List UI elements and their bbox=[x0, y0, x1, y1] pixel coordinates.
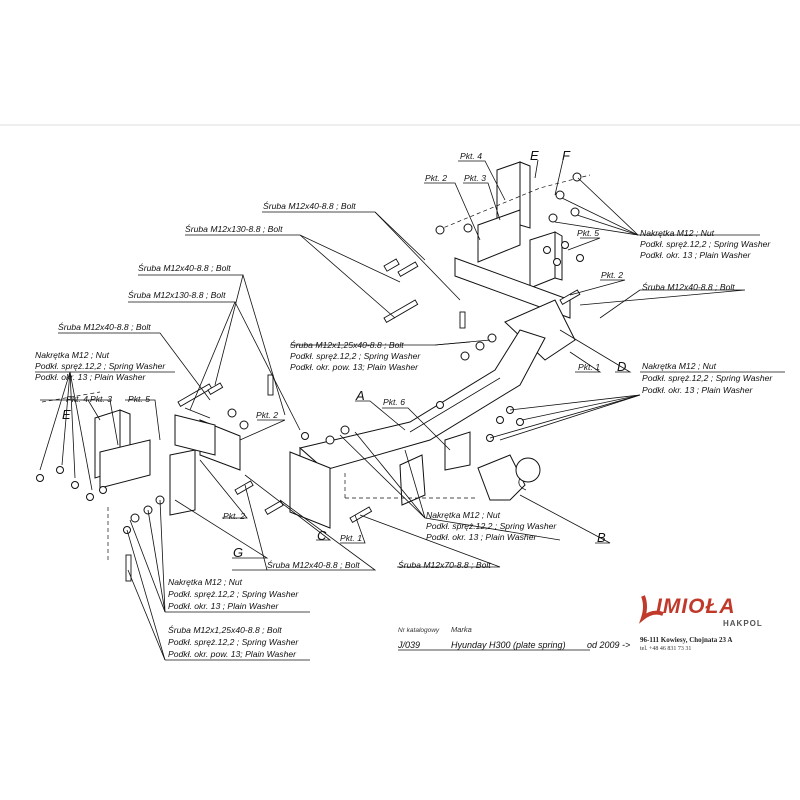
label-pkt5-left: Pkt. 5 bbox=[128, 394, 150, 404]
letter-c: C bbox=[317, 528, 327, 543]
plate-d-right bbox=[454, 257, 576, 361]
plate-g-left bbox=[169, 414, 216, 516]
callout-labels: Pkt. 4 Pkt. 3 Pkt. 2 Pkt. 5 Pkt. 2 Pkt. … bbox=[35, 151, 773, 659]
letter-a: A bbox=[355, 388, 365, 403]
bracket-e-right bbox=[477, 161, 531, 263]
bracket-e-left bbox=[94, 409, 151, 489]
letter-e-right: E bbox=[530, 148, 539, 163]
label-pkt1-center: Pkt. 1 bbox=[340, 533, 362, 543]
leader-lines bbox=[35, 159, 785, 661]
label-spring-washer-bottom: Podkł. spręż.12,2 ; Spring Washer bbox=[168, 589, 299, 599]
company-phone: tel. +48 46 831 73 31 bbox=[640, 646, 691, 652]
label-pkt2-upper: Pkt. 2 bbox=[425, 173, 447, 183]
label-pkt3-right: Pkt. 3 bbox=[464, 173, 486, 183]
label-spring-washer-bottom-2: Podkł. spręż.12,2 ; Spring Washer bbox=[168, 637, 299, 647]
parts-drawing bbox=[36, 161, 591, 582]
letter-e-left: E bbox=[62, 407, 71, 422]
label-bolt-m12x40-left-1: Śruba M12x40-8.8 ; Bolt bbox=[138, 262, 231, 273]
label-pkt4-left: Pkt. 4 bbox=[66, 394, 88, 404]
label-bolt-m12x40-left-2: Śruba M12x40-8.8 ; Bolt bbox=[58, 321, 151, 332]
label-pkt3-left: Pkt. 3 bbox=[90, 394, 112, 404]
vehicle-model: Hyunday H300 (plate spring) bbox=[451, 640, 566, 650]
label-spring-washer-center: Podkł. spręż.12,2 ; Spring Washer bbox=[290, 351, 421, 361]
label-spring-washer-left: Podkł. spręż.12,2 ; Spring Washer bbox=[35, 361, 166, 371]
label-plain-washer-bottom: Podkł. okr. 13 ; Plain Washer bbox=[168, 601, 279, 611]
label-pkt5-right: Pkt. 5 bbox=[577, 228, 599, 238]
label-plain-washer-right-top: Podkł. okr. 13 ; Plain Washer bbox=[640, 250, 751, 260]
label-nut-left: Nakrętka M12 ; Nut bbox=[35, 350, 110, 360]
label-pkt2-left-lower: Pkt. 2 bbox=[223, 511, 245, 521]
label-bolt-m12x70: Śruba M12x70-8.8 ; Bolt bbox=[398, 559, 491, 570]
label-plain-washer-left: Podkł. okr. 13 ; Plain Washer bbox=[35, 372, 146, 382]
label-spring-washer-right-top: Podkł. spręż.12,2 ; Spring Washer bbox=[640, 239, 771, 249]
label-pkt1-right: Pkt. 1 bbox=[578, 362, 600, 372]
label-spring-washer-center-low: Podkł. spręż.12,2 ; Spring Washer bbox=[426, 521, 557, 531]
logo-wordmark: IMIOŁA bbox=[656, 595, 736, 618]
label-bolt-m12x125-center: Śruba M12x1,25x40-8.8 ; Bolt bbox=[290, 339, 404, 350]
model-since: od 2009 -> bbox=[587, 640, 630, 650]
label-bolt-m12x40-bottom: Śruba M12x40-8.8 ; Bolt bbox=[267, 559, 360, 570]
label-nut-center: Nakrętka M12 ; Nut bbox=[426, 510, 501, 520]
bolts bbox=[125, 258, 581, 582]
nr-katalogowy-caption: Nr katalogowy bbox=[398, 627, 440, 634]
ball-hook-b bbox=[477, 454, 541, 501]
label-plain-washer-pow-center: Podkł. okr. pow. 13; Plain Washer bbox=[290, 362, 419, 372]
letter-b: B bbox=[597, 530, 606, 545]
footer-info: Nr katalogowy Marka J/039 Hyunday H300 (… bbox=[397, 625, 630, 650]
label-pkt6: Pkt. 6 bbox=[383, 397, 405, 407]
letter-d: D bbox=[617, 359, 626, 374]
label-bolt-m12x40-right: Śruba M12x40-8.8 ; Bolt bbox=[642, 281, 735, 292]
label-nut-bottom: Nakrętka M12 ; Nut bbox=[168, 577, 243, 587]
label-plain-washer-right-lower: Podkł. okr. 13 ; Plain Washer bbox=[642, 385, 753, 395]
logo-subtitle: HAKPOL bbox=[723, 619, 763, 628]
label-bolt-m12x130-upper: Śruba M12x130-8.8 ; Bolt bbox=[185, 223, 283, 234]
plate-c-left bbox=[199, 419, 331, 529]
catalog-number: J/039 bbox=[397, 640, 420, 650]
label-pkt2-left-upper: Pkt. 2 bbox=[256, 410, 278, 420]
label-nut-right-top: Nakrętka M12 ; Nut bbox=[640, 228, 715, 238]
logo-swoosh bbox=[638, 595, 664, 624]
label-plain-washer-center-low: Podkł. okr. 13 ; Plain Washer bbox=[426, 532, 537, 542]
nuts-washers bbox=[36, 172, 584, 534]
label-bolt-m12x130-left: Śruba M12x130-8.8 ; Bolt bbox=[128, 289, 226, 300]
letter-g: G bbox=[233, 545, 243, 560]
label-pkt4-right: Pkt. 4 bbox=[460, 151, 482, 161]
label-nut-right-lower: Nakrętka M12 ; Nut bbox=[642, 361, 717, 371]
label-spring-washer-right-lower: Podkł. spręż.12,2 ; Spring Washer bbox=[642, 373, 773, 383]
marka-caption: Marka bbox=[451, 625, 472, 634]
part-letters: E F D A B C G E bbox=[62, 148, 626, 560]
label-bolt-m12x125-bottom: Śruba M12x1,25x40-8.8 ; Bolt bbox=[168, 624, 282, 635]
label-bolt-m12x40-upper: Śruba M12x40-8.8 ; Bolt bbox=[263, 200, 356, 211]
label-plain-washer-pow-bottom: Podkł. okr. pow. 13; Plain Washer bbox=[168, 649, 297, 659]
plate-f-right bbox=[529, 231, 563, 289]
brand-logo: IMIOŁA HAKPOL 96-111 Kowiesy, Chojnata 2… bbox=[638, 595, 763, 652]
label-pkt2-right: Pkt. 2 bbox=[601, 270, 623, 280]
letter-f: F bbox=[562, 148, 571, 163]
socket-plate bbox=[399, 431, 471, 506]
company-address: 96-111 Kowiesy, Chojnata 23 A bbox=[640, 636, 732, 644]
